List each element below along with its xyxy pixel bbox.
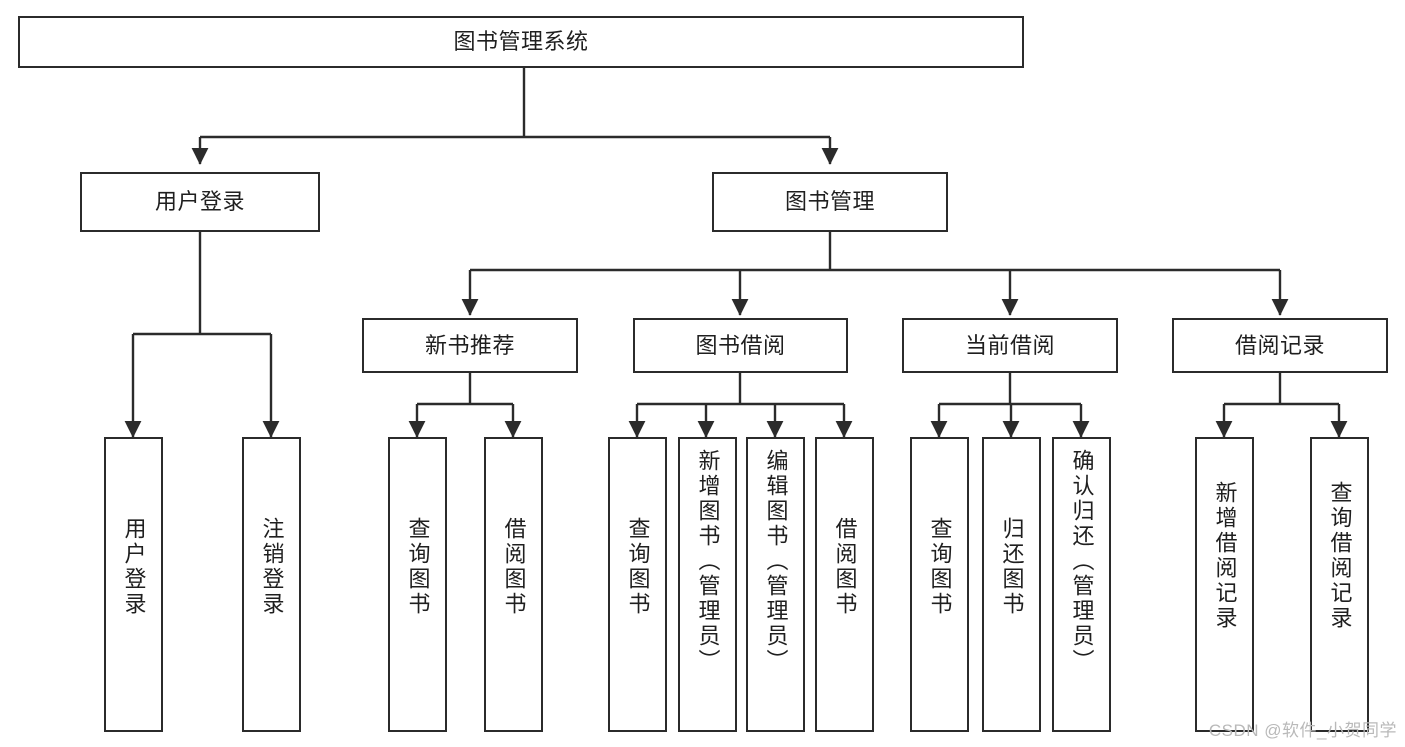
node-label: 查询图书: [625, 517, 651, 617]
node-label: 新增图书（管理员）: [695, 449, 721, 674]
node-user-login[interactable]: 用户登录: [80, 172, 320, 232]
node-label: 编辑图书（管理员）: [763, 449, 789, 674]
node-leaf-query-book-3[interactable]: 查询图书: [910, 437, 969, 732]
node-leaf-edit-book[interactable]: 编辑图书（管理员）: [746, 437, 805, 732]
node-leaf-return-book[interactable]: 归还图书: [982, 437, 1041, 732]
node-label: 归还图书: [999, 517, 1025, 617]
node-borrow-record[interactable]: 借阅记录: [1172, 318, 1388, 373]
node-label: 注销登录: [259, 517, 285, 617]
node-leaf-add-book[interactable]: 新增图书（管理员）: [678, 437, 737, 732]
node-label: 当前借阅: [964, 332, 1055, 358]
node-label: 借阅记录: [1234, 332, 1325, 358]
node-leaf-add-record[interactable]: 新增借阅记录: [1195, 437, 1254, 732]
node-label: 用户登录: [121, 517, 147, 617]
node-leaf-query-book-1[interactable]: 查询图书: [388, 437, 447, 732]
node-label: 新书推荐: [424, 332, 515, 358]
node-leaf-confirm-return[interactable]: 确认归还（管理员）: [1052, 437, 1111, 732]
node-label: 借阅图书: [832, 517, 858, 617]
node-label: 图书管理系统: [453, 29, 589, 55]
node-label: 查询图书: [405, 517, 431, 617]
node-label: 用户登录: [154, 189, 245, 215]
node-label: 查询借阅记录: [1327, 481, 1353, 631]
node-label: 新增借阅记录: [1212, 481, 1238, 631]
csdn-watermark: CSDN @软件_小贺同学: [1208, 721, 1397, 740]
node-leaf-borrow-book-1[interactable]: 借阅图书: [484, 437, 543, 732]
node-label: 图书管理: [784, 189, 875, 215]
node-book-management[interactable]: 图书管理: [712, 172, 948, 232]
node-leaf-query-record[interactable]: 查询借阅记录: [1310, 437, 1369, 732]
node-label: 查询图书: [927, 517, 953, 617]
node-leaf-borrow-book-2[interactable]: 借阅图书: [815, 437, 874, 732]
node-current-borrow[interactable]: 当前借阅: [902, 318, 1118, 373]
node-label: 图书借阅: [695, 332, 786, 358]
node-new-book-recommend[interactable]: 新书推荐: [362, 318, 578, 373]
node-label: 借阅图书: [501, 517, 527, 617]
node-leaf-user-login[interactable]: 用户登录: [104, 437, 163, 732]
node-book-management-system[interactable]: 图书管理系统: [18, 16, 1024, 68]
node-leaf-query-book-2[interactable]: 查询图书: [608, 437, 667, 732]
node-label: 确认归还（管理员）: [1069, 449, 1095, 674]
node-book-borrow[interactable]: 图书借阅: [633, 318, 848, 373]
node-leaf-logout-login[interactable]: 注销登录: [242, 437, 301, 732]
